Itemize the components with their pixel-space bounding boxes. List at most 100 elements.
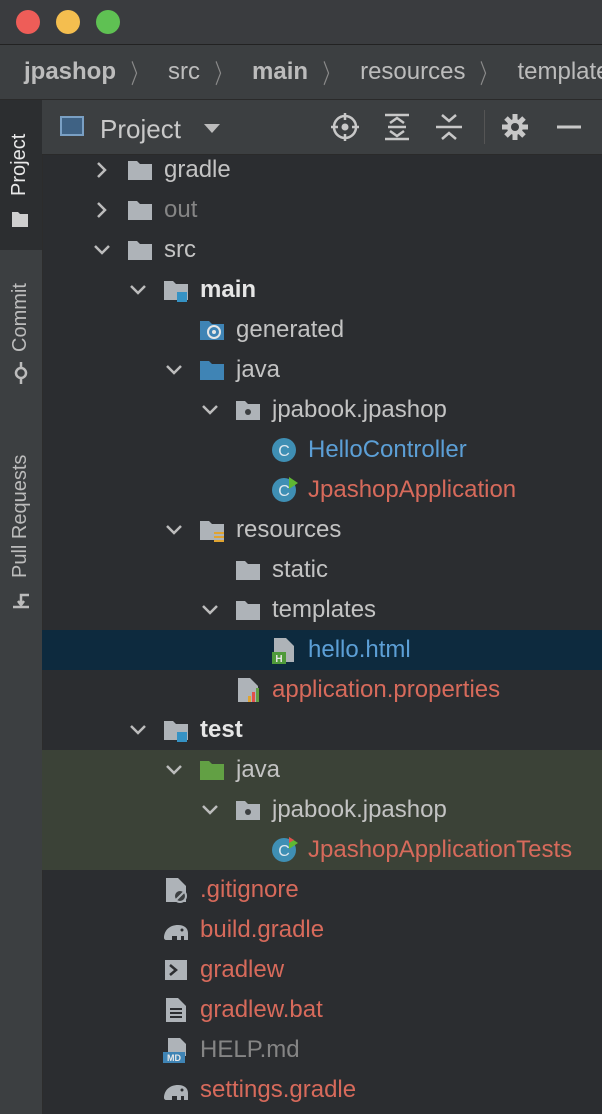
shell-script-icon (165, 960, 187, 980)
tree-item-label: application.properties (272, 676, 501, 703)
commit-icon (14, 362, 27, 384)
chevron-down-icon[interactable] (128, 280, 148, 300)
ignore-file-icon (166, 878, 187, 903)
breadcrumb-item-templates[interactable]: templates (517, 58, 602, 85)
minimize-window-button[interactable] (56, 10, 80, 34)
tree-row[interactable]: MD HELP.md (42, 1030, 602, 1070)
tree-item-label: build.gradle (200, 916, 325, 943)
tab-pull-requests[interactable]: Pull Requests (0, 420, 42, 620)
markdown-file-icon: MD (163, 1038, 186, 1063)
tool-window-strip: Project Commit Pull Requests (0, 100, 43, 1114)
tree-row[interactable]: jpabook.jpashop (42, 390, 602, 430)
tree-row[interactable]: application.properties (42, 670, 602, 710)
tree-row[interactable]: jpabook.jpashop (42, 790, 602, 830)
tab-project-label: Project (8, 133, 30, 196)
tree-row[interactable]: build.gradle (42, 910, 602, 950)
chevron-down-icon[interactable] (92, 240, 112, 260)
tree-row[interactable]: main (42, 270, 602, 310)
svg-text:C: C (278, 843, 290, 860)
properties-file-icon (238, 678, 259, 702)
folder-icon (128, 201, 152, 220)
gradle-elephant-icon (164, 1085, 188, 1100)
breadcrumb-item-src[interactable]: src (168, 58, 201, 85)
chevron-right-icon[interactable] (92, 200, 112, 220)
chevron-down-icon[interactable] (128, 720, 148, 740)
folder-icon (128, 241, 152, 260)
test-source-folder-icon (200, 761, 224, 780)
html-file-icon: H (272, 638, 294, 664)
tree-row[interactable]: resources (42, 510, 602, 550)
tree-row[interactable]: gradlew.bat (42, 990, 602, 1030)
runnable-class-icon: C (272, 477, 298, 502)
svg-text:C: C (278, 483, 290, 500)
tree-row[interactable]: out (42, 190, 602, 230)
chevron-right-icon: 〉 (322, 58, 339, 89)
tab-project[interactable]: Project (0, 100, 42, 250)
tree-row[interactable]: templates (42, 590, 602, 630)
locate-icon[interactable] (330, 112, 360, 142)
expand-all-icon[interactable] (382, 112, 412, 142)
chevron-down-icon[interactable] (200, 800, 220, 820)
generated-folder-icon (200, 321, 224, 340)
tree-row[interactable]: java (42, 750, 602, 790)
breadcrumb-item-project[interactable]: jpashop (24, 58, 117, 85)
tree-row[interactable]: java (42, 350, 602, 390)
minimize-panel-icon[interactable] (554, 112, 584, 142)
project-panel-header: Project (42, 100, 602, 155)
tree-row[interactable]: static (42, 550, 602, 590)
tab-commit-label: Commit (9, 283, 31, 352)
tab-commit[interactable]: Commit (0, 260, 42, 390)
tree-item-label: main (200, 276, 257, 303)
class-icon: C (272, 438, 296, 462)
tree-item-label: src (164, 236, 196, 263)
folder-icon (11, 212, 28, 227)
java-source-folder-icon (200, 361, 224, 380)
gradle-elephant-icon (164, 925, 188, 940)
tree-item-label: gradlew (200, 956, 285, 983)
tree-row[interactable]: src (42, 230, 602, 270)
tree-item-label: templates (272, 596, 377, 623)
chevron-right-icon[interactable] (92, 160, 112, 180)
folder-icon (236, 561, 260, 580)
panel-title[interactable]: Project (100, 114, 181, 144)
chevron-down-icon[interactable] (164, 760, 184, 780)
breadcrumb: jpashop 〉 src 〉 main 〉 resources 〉 templ… (0, 45, 602, 100)
package-icon (236, 801, 260, 820)
test-class-icon: C (272, 837, 298, 862)
tree-item-label: java (236, 756, 281, 783)
zoom-window-button[interactable] (96, 10, 120, 34)
gear-icon[interactable] (500, 112, 530, 142)
tree-row[interactable]: test (42, 710, 602, 750)
project-view-icon (60, 116, 84, 136)
tree-row[interactable]: settings.gradle (42, 1070, 602, 1110)
source-root-folder-icon (164, 281, 188, 302)
tree-item-label: HELP.md (200, 1036, 300, 1063)
chevron-down-icon[interactable] (204, 124, 220, 133)
tree-item-label: java (236, 356, 281, 383)
close-window-button[interactable] (16, 10, 40, 34)
tree-item-label: out (164, 196, 198, 223)
collapse-all-icon[interactable] (434, 112, 464, 142)
chevron-down-icon[interactable] (200, 400, 220, 420)
tree-item-label: test (200, 716, 243, 743)
tree-row[interactable]: gradle (42, 150, 602, 190)
tree-row[interactable]: .gitignore (42, 870, 602, 910)
folder-icon (128, 161, 152, 180)
tree-item-label: jpabook.jpashop (272, 796, 447, 823)
tree-row[interactable]: gradlew (42, 950, 602, 990)
chevron-down-icon[interactable] (200, 600, 220, 620)
text-file-icon (166, 998, 186, 1022)
chevron-down-icon[interactable] (164, 520, 184, 540)
tree-item-label: hello.html (308, 636, 411, 663)
tree-row[interactable]: generated (42, 310, 602, 350)
chevron-down-icon[interactable] (164, 360, 184, 380)
breadcrumb-item-resources[interactable]: resources (360, 58, 466, 85)
package-icon (236, 401, 260, 420)
breadcrumb-item-main[interactable]: main (252, 58, 309, 85)
test-root-folder-icon (164, 721, 188, 742)
